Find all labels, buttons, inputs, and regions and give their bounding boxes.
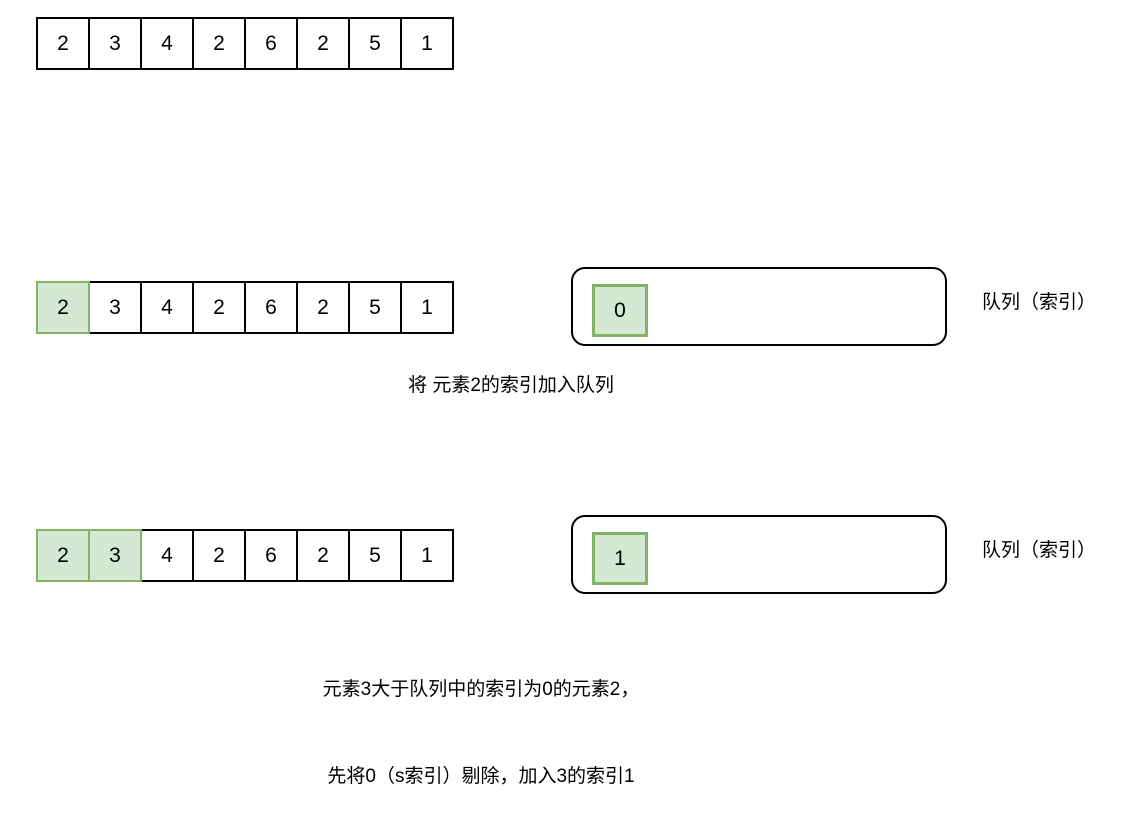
caption-step2-line2: 先将0（s索引）剔除，加入3的索引1 — [327, 766, 635, 787]
caption-step2-line1: 元素3大于队列中的索引为0的元素2， — [322, 679, 640, 700]
array-cell: 1 — [400, 17, 454, 70]
array-cell: 1 — [400, 529, 454, 582]
array-cell: 6 — [244, 529, 298, 582]
array-cell: 3 — [88, 281, 142, 334]
array-cell: 6 — [244, 281, 298, 334]
array-cell-highlighted: 3 — [88, 529, 142, 582]
array-cell: 5 — [348, 281, 402, 334]
array-cell: 2 — [296, 529, 350, 582]
array-cell: 4 — [140, 17, 194, 70]
queue-item: 1 — [592, 532, 648, 585]
array-cell: 2 — [296, 17, 350, 70]
array-step2: 2 3 4 2 6 2 5 1 — [36, 529, 454, 582]
array-cell: 5 — [348, 17, 402, 70]
array-cell-highlighted: 2 — [36, 281, 90, 334]
array-step1: 2 3 4 2 6 2 5 1 — [36, 281, 454, 334]
array-cell: 4 — [140, 281, 194, 334]
array-cell: 2 — [296, 281, 350, 334]
array-initial: 2 3 4 2 6 2 5 1 — [36, 17, 454, 70]
caption-step1: 将 元素2的索引加入队列 — [408, 375, 614, 396]
array-cell: 2 — [192, 281, 246, 334]
array-cell: 4 — [140, 529, 194, 582]
queue-item: 0 — [592, 284, 648, 337]
queue-container-step1: 0 — [571, 267, 947, 346]
array-cell: 2 — [36, 17, 90, 70]
queue-label-step2: 队列（索引） — [982, 540, 1097, 561]
array-cell: 3 — [88, 17, 142, 70]
array-cell: 5 — [348, 529, 402, 582]
queue-container-step2: 1 — [571, 515, 947, 594]
queue-label-step1: 队列（索引） — [982, 292, 1097, 313]
array-cell: 2 — [192, 17, 246, 70]
array-cell-highlighted: 2 — [36, 529, 90, 582]
array-cell: 1 — [400, 281, 454, 334]
array-cell: 6 — [244, 17, 298, 70]
caption-step2: 元素3大于队列中的索引为0的元素2， 先将0（s索引）剔除，加入3的索引1 — [181, 617, 781, 820]
array-cell: 2 — [192, 529, 246, 582]
